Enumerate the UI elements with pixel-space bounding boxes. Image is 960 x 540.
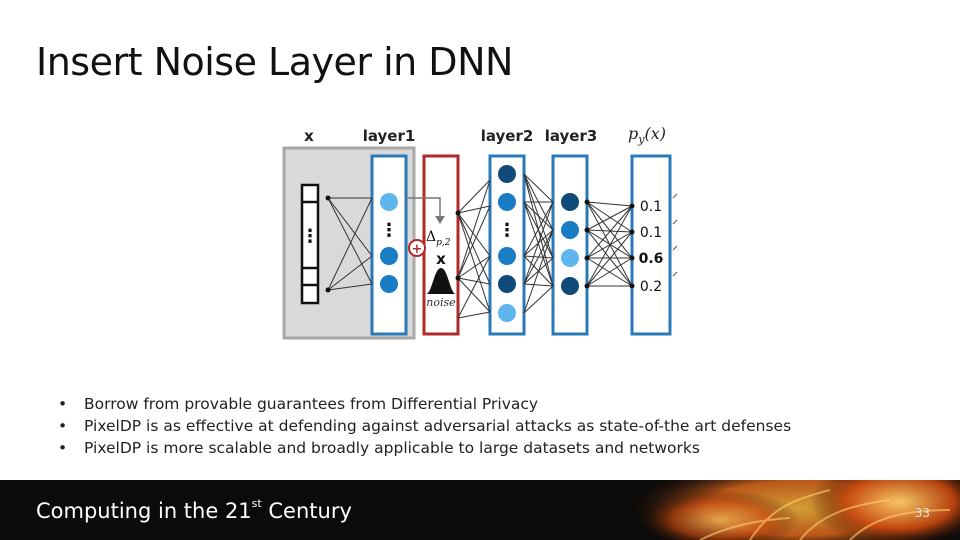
layer2-node <box>498 247 516 265</box>
noise-add-symbol: + <box>412 242 423 257</box>
bullet-text: Borrow from provable guarantees from Dif… <box>84 395 539 413</box>
layer1-node <box>380 247 398 265</box>
noise-distribution-icon <box>426 268 456 294</box>
noise-add-icon <box>408 239 426 257</box>
layer2-node <box>498 193 516 211</box>
layer1-box <box>370 154 408 336</box>
bullet-text: PixelDP is as effective at defending aga… <box>84 417 792 435</box>
output-ticks <box>672 193 678 277</box>
times-symbol: x <box>436 250 446 268</box>
bullet-glyph: • <box>58 417 68 435</box>
input-vector <box>300 183 320 305</box>
edges-layer3-output <box>586 201 633 287</box>
layer2-node <box>498 275 516 293</box>
label-x: x <box>304 127 314 145</box>
flower-decoration <box>630 480 960 540</box>
bullet-glyph: • <box>58 439 68 457</box>
svg-text:Δp,2: Δp,2 <box>426 229 451 248</box>
layer2-ellipsis: ⋮ <box>498 220 516 241</box>
label-py-p: p <box>628 124 638 143</box>
edges-layer2-layer3 <box>523 173 554 314</box>
output-value: 0.1 <box>640 225 662 241</box>
footer-course-title: Computing in the 21st Century <box>36 497 352 523</box>
layer3-node <box>561 277 579 295</box>
label-layer1: layer1 <box>363 127 416 145</box>
slide-title: Insert Noise Layer in DNN <box>36 40 513 84</box>
noise-label: noise <box>426 296 456 309</box>
label-py: py(x) <box>628 124 666 146</box>
footer-text-end: Century <box>261 499 352 523</box>
label-layer3: layer3 <box>545 127 598 145</box>
delta-symbol: Δ <box>426 229 436 245</box>
input-ellipsis: ⋮ <box>301 226 319 247</box>
footer-bar: Computing in the 21st Century 33 <box>0 480 960 540</box>
bullet-glyph: • <box>58 395 68 413</box>
edges-x-layer1 <box>327 197 373 291</box>
layer2-node <box>498 165 516 183</box>
edges-noise-layer2 <box>457 179 491 319</box>
label-layer2: layer2 <box>481 127 534 145</box>
sensitivity-arrow <box>406 197 441 218</box>
bullet-list: • Borrow from provable guarantees from Di… <box>58 393 791 459</box>
noise-layer-diagram: x layer1 layer2 layer3 py(x) ⋮ ⋮ + Δp,2 … <box>282 124 678 340</box>
output-box <box>630 154 672 336</box>
layer3-node <box>561 221 579 239</box>
layer1-node <box>380 275 398 293</box>
layer3-node <box>561 249 579 267</box>
layer3-node <box>561 193 579 211</box>
page-number: 33 <box>914 506 930 520</box>
layer3-box <box>551 154 589 336</box>
footer-text-start: Computing in the 21 <box>36 499 252 523</box>
bullet-item: • PixelDP is as effective at defending ag… <box>58 415 791 437</box>
label-py-arg: (x) <box>644 124 666 143</box>
label-py-sub: y <box>637 133 645 146</box>
output-value: 0.6 <box>639 251 664 267</box>
layer1-ellipsis: ⋮ <box>380 220 398 241</box>
output-value: 0.2 <box>640 279 662 295</box>
bullet-item: • Borrow from provable guarantees from Di… <box>58 393 791 415</box>
bullet-text: PixelDP is more scalable and broadly app… <box>84 439 700 457</box>
layer1-node <box>380 193 398 211</box>
footer-superscript: st <box>251 497 262 510</box>
bullet-item: • PixelDP is more scalable and broadly ap… <box>58 437 791 459</box>
layer2-node <box>498 304 516 322</box>
output-value: 0.1 <box>640 199 662 215</box>
delta-subscript: p,2 <box>436 238 451 248</box>
